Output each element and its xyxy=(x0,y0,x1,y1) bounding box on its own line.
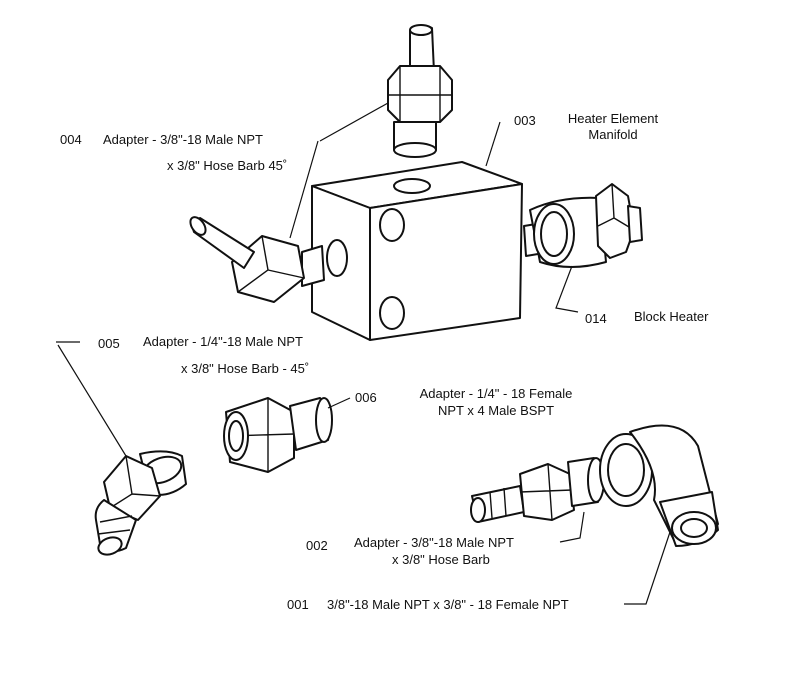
hose-barb-adapter-002 xyxy=(470,457,605,523)
heater-element-manifold-003 xyxy=(311,161,523,341)
part-number-001: 001 xyxy=(287,597,309,612)
female-npt-adapter-006 xyxy=(223,397,333,473)
part-desc-004-line2: x 3/8" Hose Barb 45˚ xyxy=(167,158,288,173)
part-desc-001: 3/8"-18 Male NPT x 3/8" - 18 Female NPT xyxy=(327,597,569,612)
part-desc-002-line2: x 3/8" Hose Barb xyxy=(392,552,490,567)
part-desc-002-line1: Adapter - 3/8"-18 Male NPT xyxy=(354,535,514,550)
part-number-014: 014 xyxy=(585,311,607,326)
part-desc-003-line2: Manifold xyxy=(588,127,638,142)
elbow-fitting-001 xyxy=(599,424,719,547)
part-number-006: 006 xyxy=(355,390,377,405)
part-number-005: 005 xyxy=(98,336,120,351)
part-desc-006-line1: Adapter - 1/4" - 18 Female xyxy=(419,386,573,401)
part-desc-003-line1: Heater Element xyxy=(567,111,659,126)
part-desc-005-line1: Adapter - 1/4"-18 Male NPT xyxy=(143,334,303,349)
top-hose-adapter-004 xyxy=(387,24,453,158)
part-number-004: 004 xyxy=(60,132,82,147)
part-desc-005-line2: x 3/8" Hose Barb - 45˚ xyxy=(181,361,310,376)
part-number-003: 003 xyxy=(514,113,536,128)
part-desc-014: Block Heater xyxy=(634,309,709,324)
leader-lines xyxy=(56,102,671,605)
part-number-002: 002 xyxy=(306,538,328,553)
left-block-hose-adapter xyxy=(189,216,325,303)
block-heater-014 xyxy=(523,183,643,268)
part-desc-006-line2: NPT x 4 Male BSPT xyxy=(437,403,555,418)
part-desc-004-line1: Adapter - 3/8"-18 Male NPT xyxy=(103,132,263,147)
hose-adapter-005 xyxy=(94,450,187,556)
